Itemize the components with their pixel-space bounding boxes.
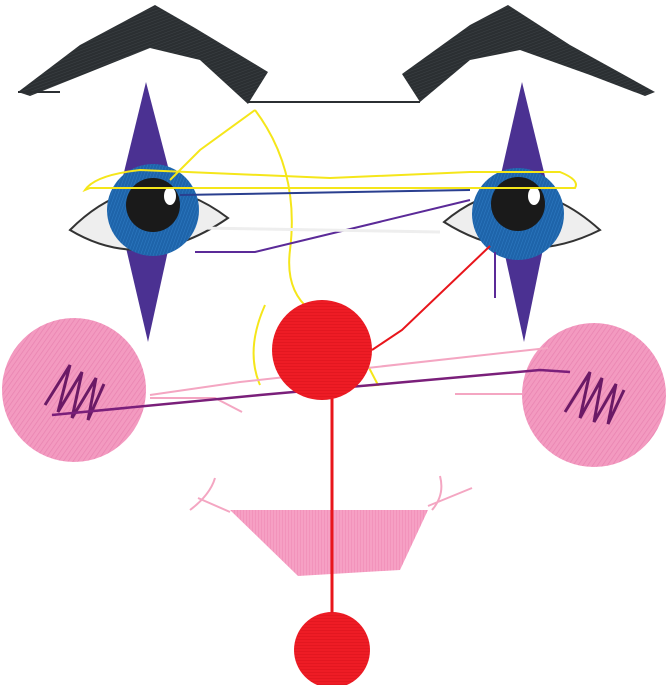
right-cheek-icon — [522, 323, 666, 467]
left-eyebrow-icon — [18, 5, 268, 104]
right-eye-icon — [442, 168, 602, 260]
chin-dot-icon — [294, 612, 370, 685]
right-eyebrow-icon — [402, 5, 655, 102]
mouth-icon — [189, 475, 473, 576]
left-cheek-icon — [2, 318, 146, 462]
nose-icon — [272, 300, 372, 400]
scribble-lines — [51, 109, 577, 620]
left-eye-icon — [68, 164, 230, 256]
